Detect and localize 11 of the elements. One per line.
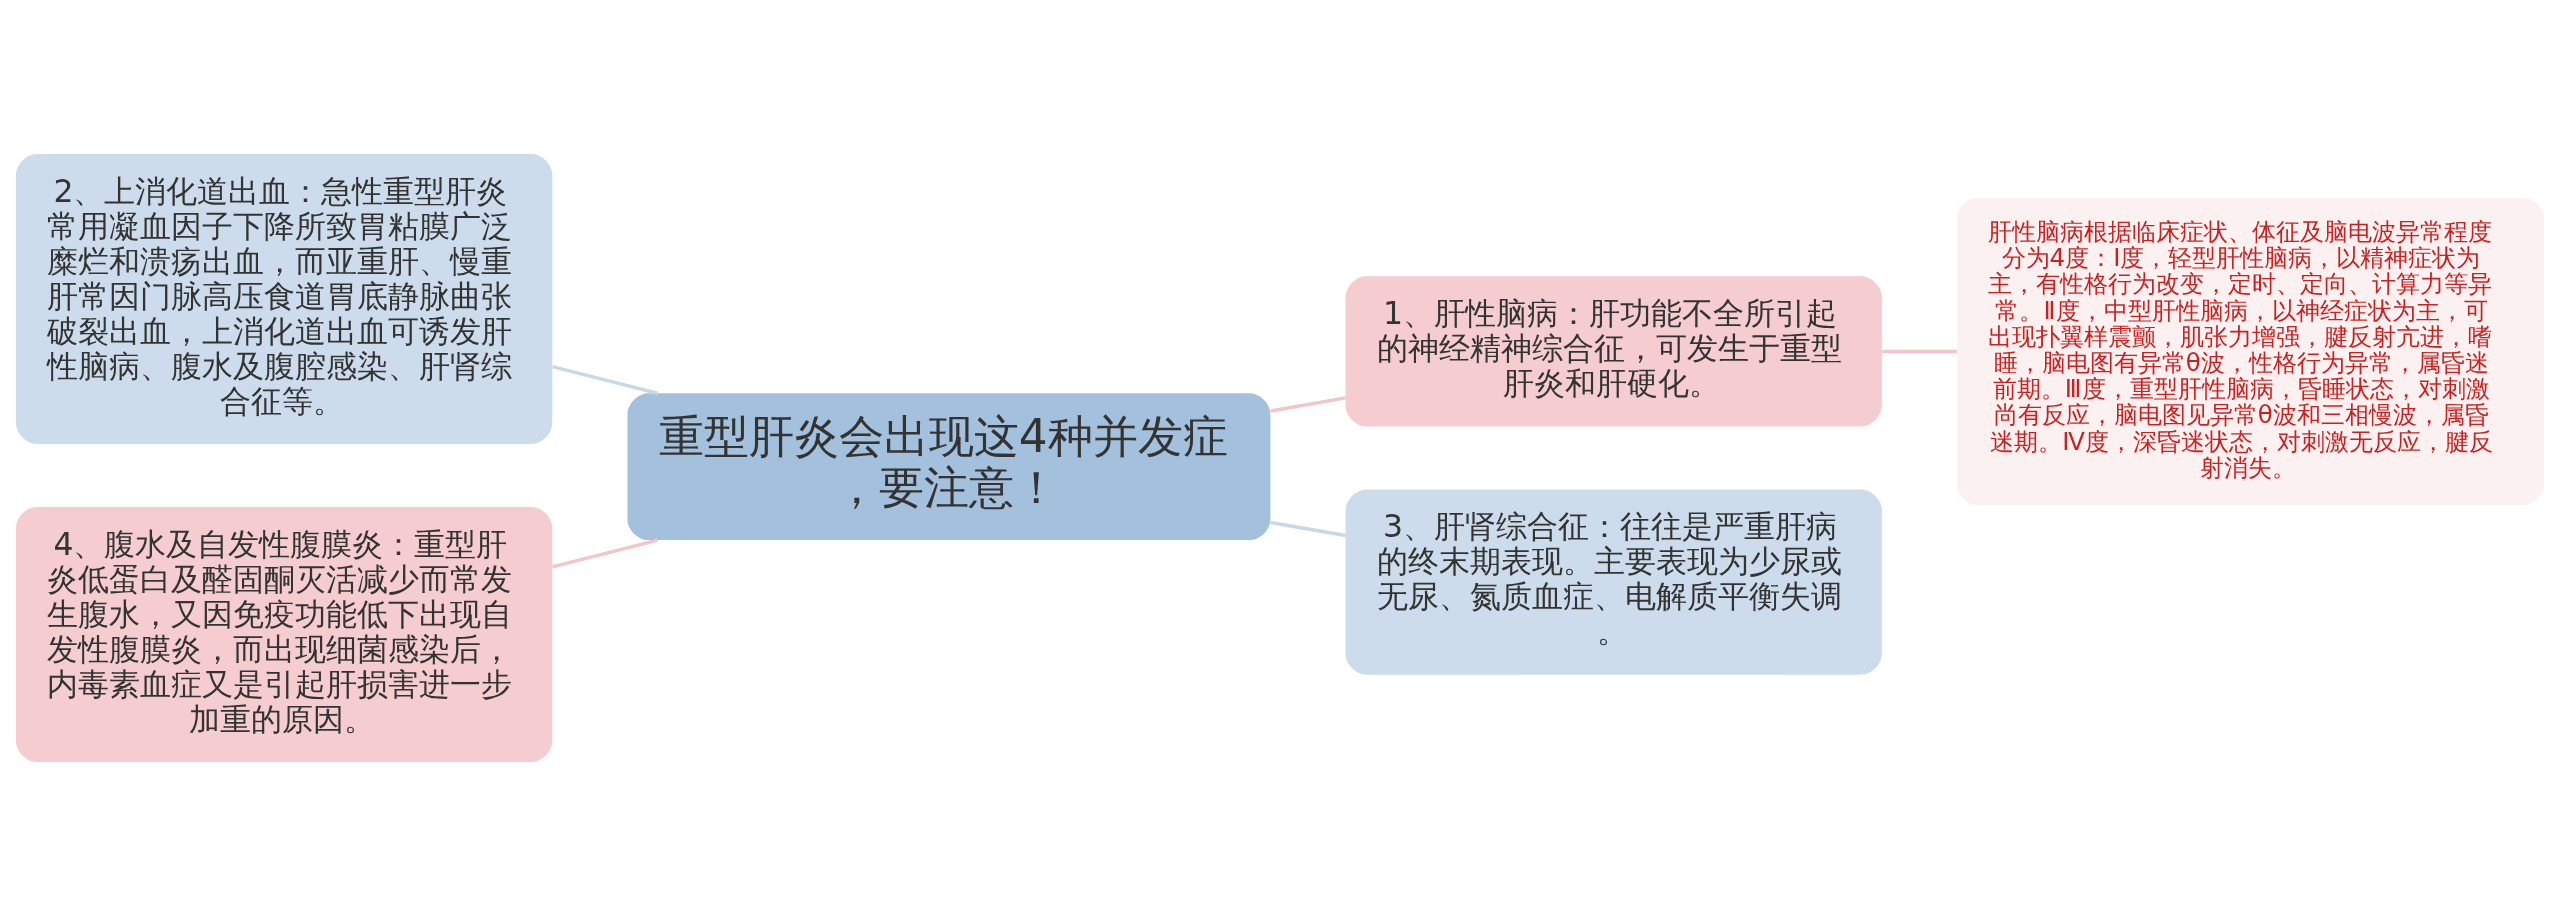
connector <box>1882 349 1957 354</box>
node-box: 2、上消化道出血：急性重型肝炎常用凝血因子下降所致胃粘膜广泛糜烂和溃疡出血，而亚重肝、慢重肝常因门脉高压食道胃底静脉曲张破裂出血，上消化道出血可诱发肝性脑病、腹水及腹腔感染、肝肾综合征等。 <box>15 154 553 444</box>
node-box: 重型肝炎会出现这4种并发症，要注意！ <box>627 393 1271 541</box>
connector <box>1270 520 1346 538</box>
node-box: 肝性脑病根据临床症状、体征及脑电波异常程度分为4度：Ⅰ度，轻型肝性脑病，以精神症状为主，有性格行为改变，定时、定向、计算力等异常。Ⅱ度，中型肝性脑病，以神经症状为主，可出现扑翼样震颤，肌张力增强，腱反射亢进，嗜睡，脑电图有异常θ波，性格行为异常，属昏迷前期。Ⅲ度，重型肝性脑病，昏睡状态，对刺激尚有反应，脑电图见异常θ波和三相慢波，属昏迷期。Ⅳ度，深昏迷状态，对刺激无反应，腱反射消失。 <box>1957 197 2545 506</box>
node-box: 3、肝肾综合征：往往是严重肝病的终末期表现。主要表现为少尿或无尿、氮质血症、电解质平衡失调。 <box>1345 489 1882 675</box>
node-box: 4、腹水及自发性腹膜炎：重型肝炎低蛋白及醛固酮灭活减少而常发生腹水，又因免疫功能低下出现自发性腹膜炎，而出现细菌感染后，内毒素血症又是引起肝损害进一步加重的原因。 <box>15 506 553 762</box>
node-box: 1、肝性脑病：肝功能不全所引起的神经精神综合征，可发生于重型肝炎和肝硬化。 <box>1345 276 1882 427</box>
connector <box>552 364 659 395</box>
connector <box>552 538 659 569</box>
connector <box>1270 396 1346 413</box>
